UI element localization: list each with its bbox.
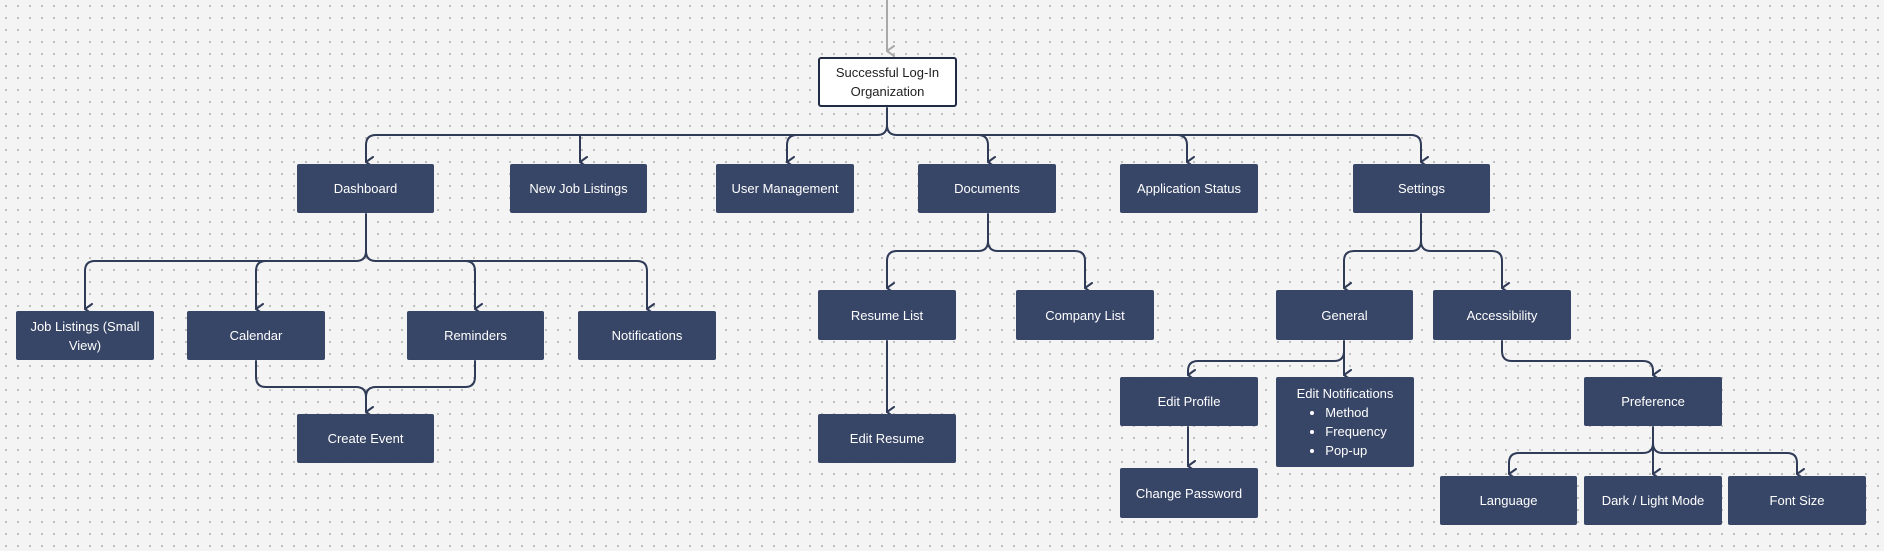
edit-notifications-list: Method Frequency Pop-up <box>1303 403 1386 460</box>
node-company-list: Company List <box>1016 290 1154 340</box>
edge-root-settings <box>1176 134 1429 168</box>
node-edit-notifications: Edit Notifications Method Frequency Pop-… <box>1276 377 1414 467</box>
node-dark-light-mode: Dark / Light Mode <box>1584 476 1722 525</box>
edge-calendar-create-event <box>255 360 374 418</box>
edge-root-user-management <box>786 134 798 168</box>
node-change-password: Change Password <box>1120 468 1258 518</box>
node-edit-profile: Edit Profile <box>1120 377 1258 426</box>
node-edit-resume: Edit Resume <box>818 414 956 463</box>
edge-accessibility-preference <box>1501 340 1661 381</box>
edge-dashboard-reminders <box>365 250 483 315</box>
edge-preference-font-size <box>1652 442 1805 480</box>
edge-root-dashboard <box>365 107 888 168</box>
edit-notifications-item: Method <box>1325 403 1386 422</box>
node-job-listings-small-view: Job Listings (Small View) <box>16 311 154 360</box>
edge-preference-language <box>1508 426 1654 480</box>
node-language: Language <box>1440 476 1577 525</box>
edge-root-documents <box>886 124 996 168</box>
node-application-status: Application Status <box>1120 164 1258 213</box>
node-create-event: Create Event <box>297 414 434 463</box>
node-font-size: Font Size <box>1728 476 1866 525</box>
node-user-management: User Management <box>716 164 854 213</box>
node-documents: Documents <box>918 164 1056 213</box>
edit-notifications-title: Edit Notifications <box>1296 386 1394 401</box>
root-node-line2: Organization <box>850 84 925 99</box>
node-accessibility: Accessibility <box>1433 290 1571 340</box>
node-preference: Preference <box>1584 377 1722 426</box>
edge-dashboard-calendar <box>255 260 267 315</box>
edge-documents-company-list <box>987 240 1093 294</box>
node-reminders: Reminders <box>407 311 544 360</box>
root-node: Successful Log-In Organization <box>818 57 957 107</box>
edge-dashboard-notifications <box>464 260 655 315</box>
edge-general-edit-profile <box>1187 340 1345 381</box>
node-dashboard: Dashboard <box>297 164 434 213</box>
root-node-line1: Successful Log-In <box>835 65 940 80</box>
edge-reminders-create-event <box>365 360 476 398</box>
node-general: General <box>1276 290 1413 340</box>
node-new-job-listings: New Job Listings <box>510 164 647 213</box>
edge-root-application-status <box>977 134 1195 168</box>
edit-notifications-item: Pop-up <box>1325 441 1386 460</box>
node-calendar: Calendar <box>187 311 325 360</box>
edge-settings-accessibility <box>1420 240 1510 294</box>
edge-documents-resume-list <box>886 213 989 294</box>
edge-dashboard-job-listings <box>84 213 367 315</box>
node-notifications: Notifications <box>578 311 716 360</box>
edit-notifications-item: Frequency <box>1325 422 1386 441</box>
node-resume-list: Resume List <box>818 290 956 340</box>
node-settings: Settings <box>1353 164 1490 213</box>
edge-settings-general <box>1343 213 1422 294</box>
